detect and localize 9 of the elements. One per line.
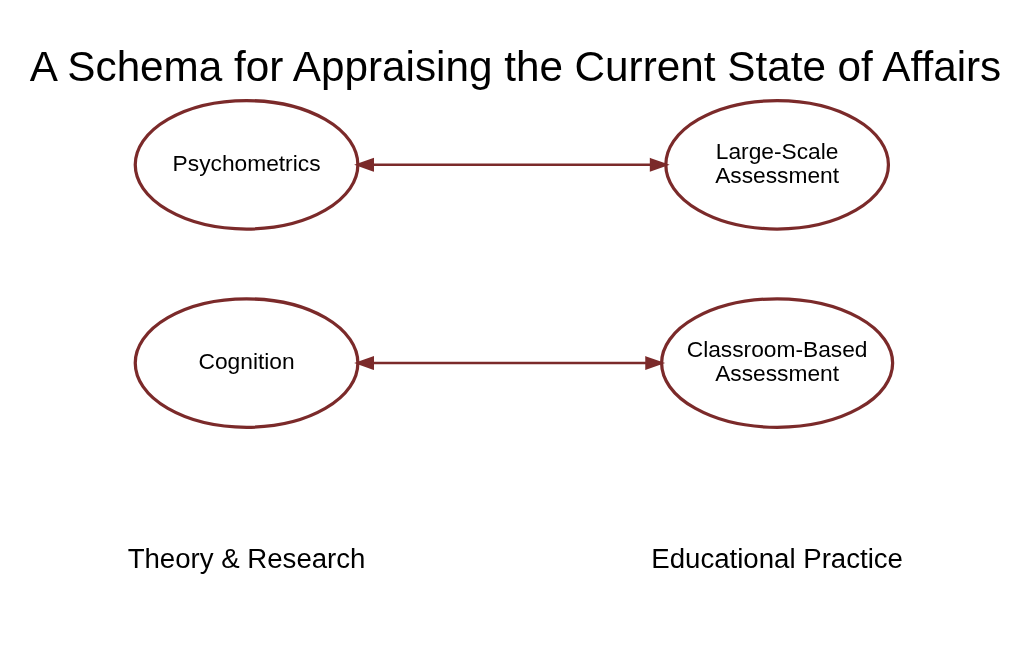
node-ellipse: Psychometrics [133,99,360,231]
node-ellipse: Large-Scale Assessment [664,99,891,231]
label: Educational Practice [651,542,903,574]
arrow [354,157,670,172]
diagram-title: A Schema for Appraising the Current State of Affairs [29,42,1002,90]
node-ellipse: Classroom-Based Assessment [660,297,895,429]
label: Theory & Research [127,542,366,574]
arrow [354,356,666,370]
node-ellipse: Cognition [133,297,360,429]
